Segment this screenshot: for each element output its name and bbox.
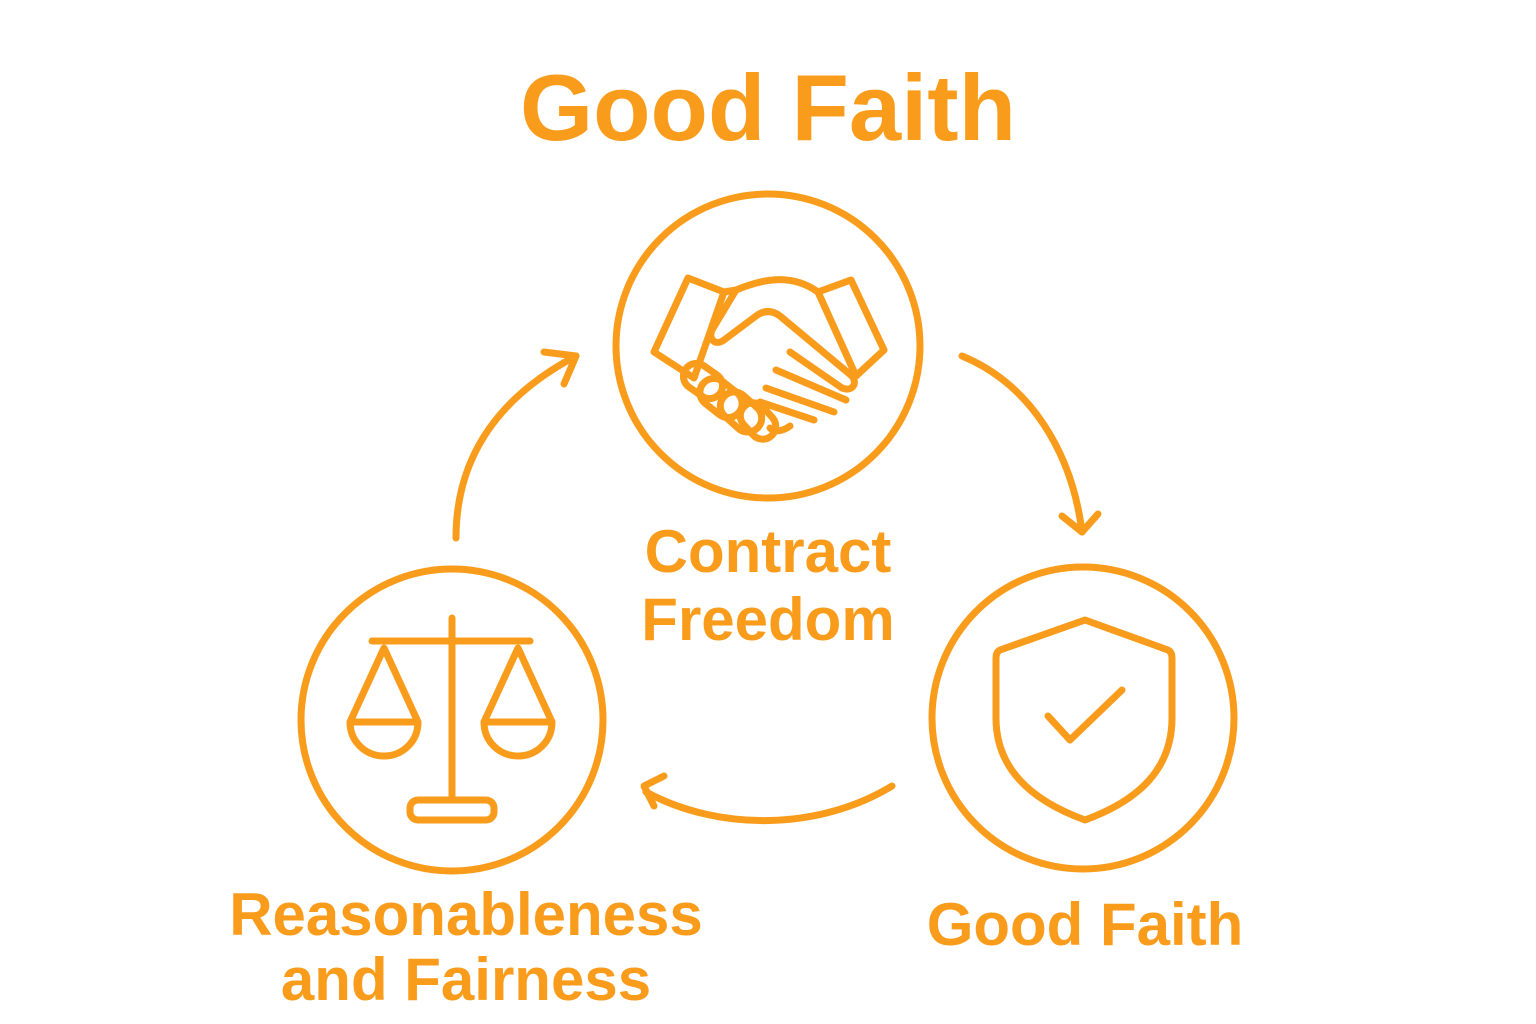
node-circle xyxy=(297,565,607,875)
shield-check-icon xyxy=(992,616,1176,824)
node-circle xyxy=(928,563,1238,873)
node-contract-freedom: Contract Freedom xyxy=(612,190,924,653)
node-label-line-1: Contract xyxy=(645,518,892,585)
node-reasonableness-fairness: Reasonableness and Fairness xyxy=(229,565,703,1013)
node-label-line-1: Reasonableness xyxy=(229,881,703,948)
node-label-line-2: and Fairness xyxy=(281,946,651,1013)
scales-of-justice-icon xyxy=(346,614,556,824)
node-label-line-2: Freedom xyxy=(641,586,894,653)
node-good-faith: Good Faith xyxy=(927,563,1244,958)
flow-arrow-good-faith-to-reasonableness xyxy=(640,772,896,825)
flow-arrow-contract-to-good-faith xyxy=(958,352,1102,536)
node-circle xyxy=(612,190,924,502)
flow-arrow-reasonableness-to-contract xyxy=(452,348,580,542)
handshake-icon xyxy=(650,274,888,443)
node-label-line-1: Good Faith xyxy=(927,891,1244,958)
diagram-title: Good Faith xyxy=(520,55,1016,160)
